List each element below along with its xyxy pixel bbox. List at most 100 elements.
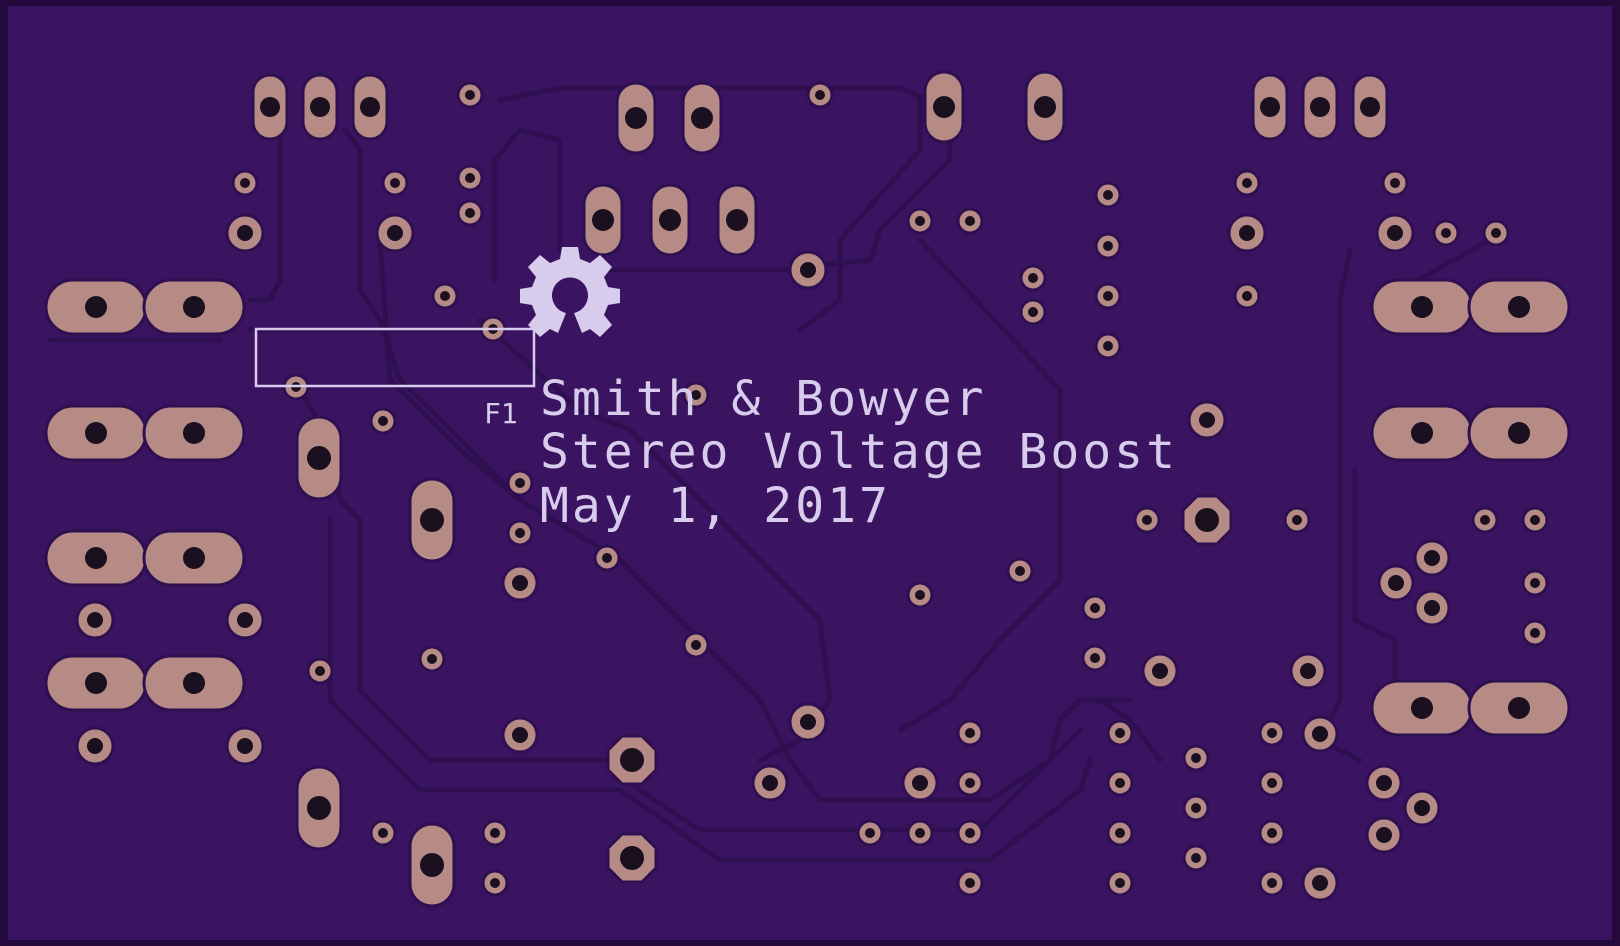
drill-hole: [1292, 515, 1302, 525]
drill-hole: [965, 878, 975, 888]
drill-hole: [625, 107, 647, 129]
drill-hole: [512, 727, 528, 743]
silkscreen-line-3: May 1, 2017: [540, 478, 891, 534]
drill-hole: [490, 828, 500, 838]
fuse-outline: [254, 327, 536, 388]
drill-hole: [307, 446, 331, 470]
drill-hole: [1242, 178, 1252, 188]
drill-hole: [1411, 697, 1433, 719]
drill-hole: [515, 528, 525, 538]
drill-hole: [183, 296, 205, 318]
drill-hole: [1239, 225, 1255, 241]
drill-hole: [237, 612, 253, 628]
drill-hole: [360, 97, 380, 117]
drill-hole: [915, 828, 925, 838]
drill-hole: [1424, 600, 1440, 616]
drill-hole: [602, 553, 612, 563]
drill-hole: [515, 478, 525, 488]
pads: [44, 70, 1571, 908]
drill-hole: [1191, 853, 1201, 863]
drill-hole: [912, 775, 928, 791]
drill-hole: [87, 738, 103, 754]
drill-hole: [183, 672, 205, 694]
drill-hole: [1480, 515, 1490, 525]
drill-hole: [1028, 273, 1038, 283]
drill-hole: [1411, 296, 1433, 318]
drill-hole: [1103, 341, 1113, 351]
drill-hole: [465, 90, 475, 100]
drill-hole: [965, 778, 975, 788]
drill-hole: [1103, 241, 1113, 251]
drill-hole: [620, 748, 644, 772]
drill-hole: [1015, 566, 1025, 576]
drill-hole: [800, 262, 816, 278]
drill-hole: [1508, 422, 1530, 444]
drill-hole: [240, 178, 250, 188]
drill-hole: [237, 738, 253, 754]
drill-hole: [691, 107, 713, 129]
drill-hole: [87, 612, 103, 628]
drill-hole: [1191, 803, 1201, 813]
drill-hole: [1508, 697, 1530, 719]
drill-hole: [1267, 878, 1277, 888]
drill-hole: [1034, 96, 1056, 118]
drill-hole: [933, 96, 955, 118]
drill-hole: [1267, 778, 1277, 788]
drill-hole: [965, 828, 975, 838]
drill-hole: [1300, 663, 1316, 679]
drill-hole: [1199, 412, 1215, 428]
drill-hole: [1090, 653, 1100, 663]
drill-hole: [1388, 575, 1404, 591]
drill-hole: [1142, 515, 1152, 525]
drill-hole: [387, 225, 403, 241]
drill-hole: [815, 90, 825, 100]
drill-hole: [85, 547, 107, 569]
drill-hole: [1310, 97, 1330, 117]
component-label: F1: [484, 397, 518, 430]
drill-hole: [1530, 578, 1540, 588]
drill-hole: [1260, 97, 1280, 117]
drill-hole: [1115, 778, 1125, 788]
drill-hole: [965, 216, 975, 226]
drill-hole: [512, 575, 528, 591]
drill-hole: [1376, 775, 1392, 791]
drill-hole: [1411, 422, 1433, 444]
drill-hole: [1242, 291, 1252, 301]
drill-hole: [183, 422, 205, 444]
drill-hole: [620, 846, 644, 870]
drill-hole: [1267, 728, 1277, 738]
drill-hole: [1441, 228, 1451, 238]
drill-hole: [659, 209, 681, 231]
drill-hole: [315, 666, 325, 676]
drill-hole: [420, 508, 444, 532]
drill-hole: [85, 296, 107, 318]
open-hardware-gear-icon: [520, 247, 620, 337]
drill-hole: [1191, 753, 1201, 763]
drill-hole: [1267, 828, 1277, 838]
drill-hole: [1424, 550, 1440, 566]
drill-hole: [1508, 296, 1530, 318]
drill-hole: [1312, 875, 1328, 891]
drill-hole: [420, 853, 444, 877]
drill-hole: [465, 173, 475, 183]
drill-hole: [592, 209, 614, 231]
drill-hole: [1152, 663, 1168, 679]
drill-hole: [1360, 97, 1380, 117]
drill-hole: [1414, 800, 1430, 816]
drill-hole: [465, 208, 475, 218]
drill-hole: [1103, 291, 1113, 301]
drill-hole: [183, 547, 205, 569]
drill-hole: [1115, 828, 1125, 838]
drill-hole: [1530, 628, 1540, 638]
drill-hole: [490, 878, 500, 888]
drill-hole: [865, 828, 875, 838]
drill-hole: [237, 225, 253, 241]
drill-hole: [691, 390, 701, 400]
drill-hole: [378, 828, 388, 838]
drill-hole: [1195, 508, 1219, 532]
drill-hole: [726, 209, 748, 231]
drill-hole: [1028, 307, 1038, 317]
drill-hole: [427, 654, 437, 664]
drill-hole: [691, 640, 701, 650]
